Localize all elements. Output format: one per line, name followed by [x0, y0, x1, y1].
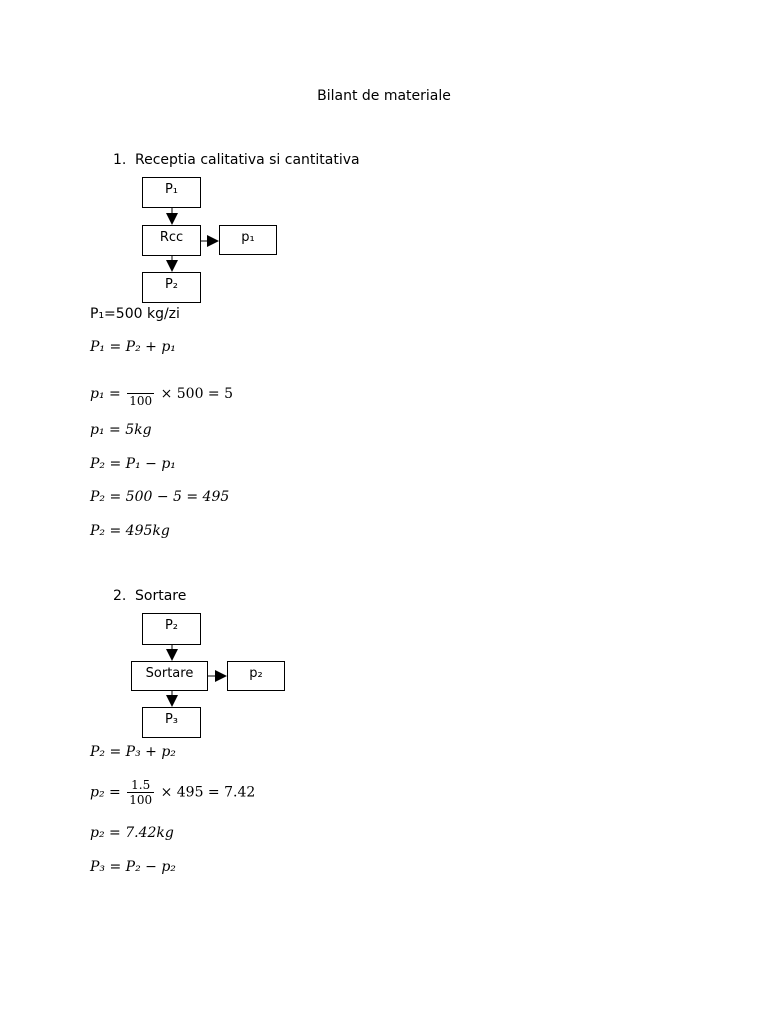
- section-1-heading: Receptia calitativa si cantitativa: [135, 152, 360, 168]
- section-1-number: 1.: [113, 152, 127, 168]
- fraction-numerator: 1.5: [127, 778, 155, 793]
- equation-p2-formula: P₂ = P₁ − p₁: [90, 456, 176, 472]
- equation-rhs: × 500 = 5: [160, 386, 234, 402]
- arrowhead-p1-to-rcc: [166, 213, 178, 225]
- section-2-number: 2.: [113, 588, 127, 604]
- fraction-denominator: 100: [129, 394, 153, 408]
- arrowhead-p2-to-sortare: [166, 649, 178, 661]
- flow-box-p1-input: P₁: [142, 177, 201, 208]
- equation-lhs: p₂ =: [90, 784, 121, 801]
- fraction: 100: [127, 380, 155, 408]
- equation-loss-2-fraction: p₂ = 1.5 100 × 495 = 7.42: [90, 778, 255, 807]
- equation-p2-substitution: P₂ = 500 − 5 = 495: [90, 489, 230, 505]
- flow-box-p2-loss: p₂: [227, 661, 285, 691]
- flow-box-rcc: Rcc: [142, 225, 201, 256]
- arrowhead-rcc-to-p2: [166, 260, 178, 272]
- arrowhead-rcc-to-side: [207, 235, 219, 247]
- flow-box-p2-output: P₂: [142, 272, 201, 303]
- equation-balance-1: P₁ = P₂ + p₁: [90, 339, 176, 355]
- equation-p2-result: P₂ = 495kg: [90, 523, 170, 539]
- flow-box-p2-input: P₂: [142, 613, 201, 645]
- arrowhead-sortare-to-side: [215, 670, 227, 682]
- fraction-numerator: [127, 380, 155, 394]
- flow-box-p1-loss: p₁: [219, 225, 277, 255]
- equation-lhs: p₁ =: [90, 386, 121, 402]
- fraction: 1.5 100: [127, 778, 155, 807]
- flow-box-sortare: Sortare: [131, 661, 208, 691]
- given-value: P₁=500 kg/zi: [90, 306, 180, 322]
- equation-loss-1-fraction: p₁ = 100 × 500 = 5: [90, 380, 233, 408]
- equation-loss-1-result: p₁ = 5kg: [90, 422, 152, 438]
- equation-p3-formula: P₃ = P₂ − p₂: [90, 859, 176, 875]
- arrowhead-sortare-to-p3: [166, 695, 178, 707]
- page-title: Bilant de materiale: [317, 88, 451, 104]
- equation-loss-2-result: p₂ = 7.42kg: [90, 825, 174, 841]
- equation-balance-2: P₂ = P₃ + p₂: [90, 744, 176, 760]
- fraction-denominator: 100: [129, 793, 153, 807]
- equation-rhs: × 495 = 7.42: [160, 784, 256, 801]
- section-2-heading: Sortare: [135, 588, 187, 604]
- flow-box-p3-output: P₃: [142, 707, 201, 738]
